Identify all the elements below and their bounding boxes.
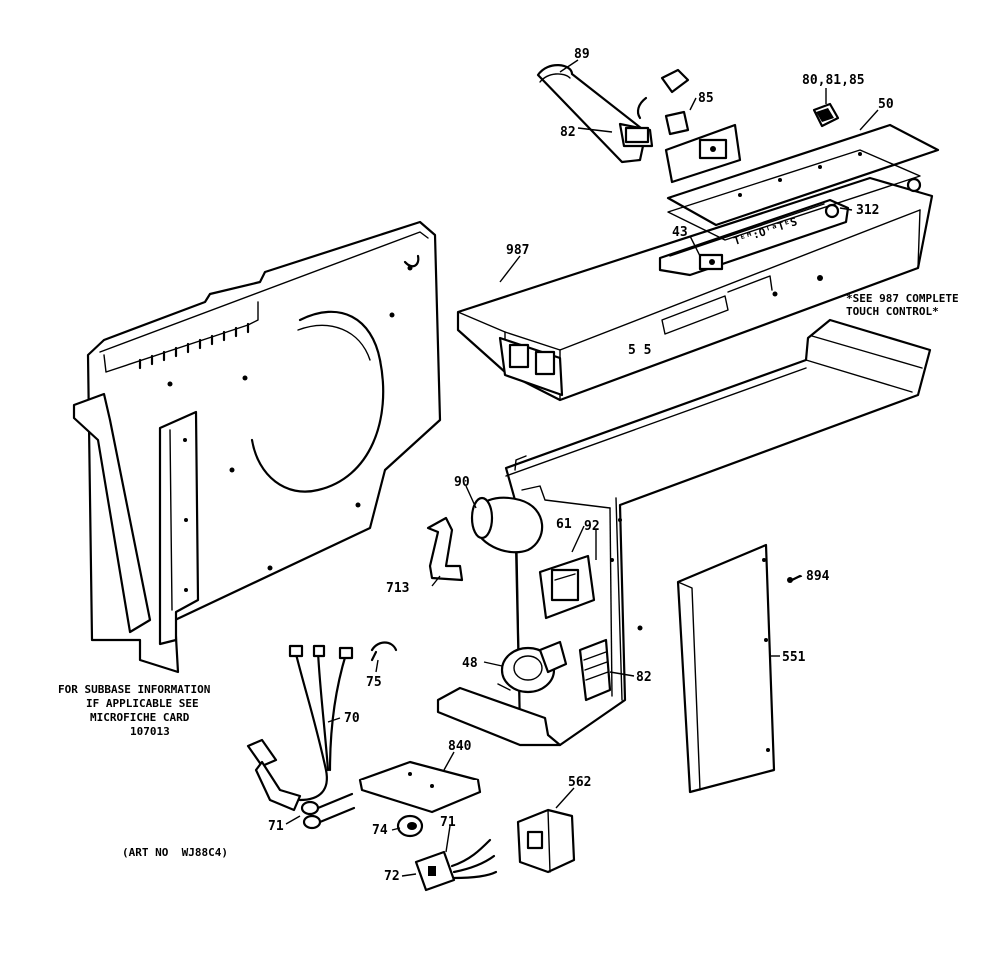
label-80-81-85: 80,81,85 bbox=[802, 73, 865, 88]
part-labels: 89 85 82 80,81,85 50 312 987 43 15 90 61… bbox=[268, 47, 894, 884]
label-50: 50 bbox=[878, 97, 894, 112]
timer-motor-48 bbox=[497, 640, 568, 694]
clamp-75 bbox=[370, 641, 398, 662]
mounting-plate-840 bbox=[358, 760, 482, 814]
touch-control-note-line2: TOUCH CONTROL* bbox=[846, 305, 939, 318]
control-housing-987: 5 5 Tᴱᴹ:OᵀᵃTᴱS bbox=[456, 176, 934, 402]
capacitor-90 bbox=[470, 496, 544, 554]
control-board-50 bbox=[666, 123, 940, 227]
label-713: 713 bbox=[386, 581, 409, 596]
label-43: 43 bbox=[672, 225, 688, 240]
label-82-lower: 82 bbox=[636, 670, 652, 685]
chassis-frame bbox=[436, 318, 932, 747]
label-70: 70 bbox=[344, 711, 360, 726]
terminal-block-82 bbox=[578, 638, 612, 702]
label-75: 75 bbox=[366, 675, 382, 690]
label-82-top: 82 bbox=[560, 125, 576, 140]
label-48: 48 bbox=[462, 656, 478, 671]
label-72: 72 bbox=[384, 869, 400, 884]
subbase-note-line4: 107013 bbox=[130, 725, 170, 738]
label-551: 551 bbox=[782, 650, 806, 665]
subbase-note-line2: IF APPLICABLE SEE bbox=[86, 697, 199, 710]
subbase-note-line1: FOR SUBBASE INFORMATION bbox=[58, 683, 210, 696]
housing-mark: 5 5 bbox=[628, 343, 651, 358]
rear-housing-panel bbox=[72, 220, 442, 674]
relay-61 bbox=[538, 554, 596, 620]
label-71-lower: 71 bbox=[440, 815, 456, 830]
label-562: 562 bbox=[568, 775, 591, 790]
door-latch-arm-89 bbox=[536, 64, 654, 164]
knob-80-81-85 bbox=[812, 102, 840, 128]
bracket-713 bbox=[426, 516, 464, 582]
label-61: 61 bbox=[556, 517, 572, 532]
label-90: 90 bbox=[454, 475, 470, 490]
bracket-562 bbox=[516, 808, 576, 874]
connector-72 bbox=[414, 838, 498, 892]
vent-slots bbox=[138, 322, 250, 370]
power-cord-70 bbox=[246, 644, 354, 812]
label-312: 312 bbox=[856, 203, 879, 218]
label-74: 74 bbox=[372, 823, 388, 838]
label-92: 92 bbox=[584, 519, 600, 534]
label-71-upper: 71 bbox=[268, 819, 284, 834]
art-number: (ART NO WJ88C4) bbox=[122, 846, 228, 859]
side-panel-551 bbox=[676, 543, 776, 794]
label-987: 987 bbox=[506, 243, 529, 258]
subbase-note-line3: MICROFICHE CARD bbox=[90, 711, 190, 724]
switch-parts-85 bbox=[636, 68, 742, 184]
label-894: 894 bbox=[806, 569, 830, 584]
label-840: 840 bbox=[448, 739, 472, 754]
notes: *SEE 987 COMPLETE TOUCH CONTROL* FOR SUB… bbox=[58, 292, 959, 859]
label-89: 89 bbox=[574, 47, 590, 62]
nut-74 bbox=[396, 814, 424, 838]
membrane-panel bbox=[667, 149, 922, 241]
label-85: 85 bbox=[698, 91, 714, 106]
strain-relief-71 bbox=[300, 792, 356, 830]
leader-lines bbox=[285, 59, 879, 877]
touch-control-note-line1: *SEE 987 COMPLETE bbox=[846, 292, 959, 305]
